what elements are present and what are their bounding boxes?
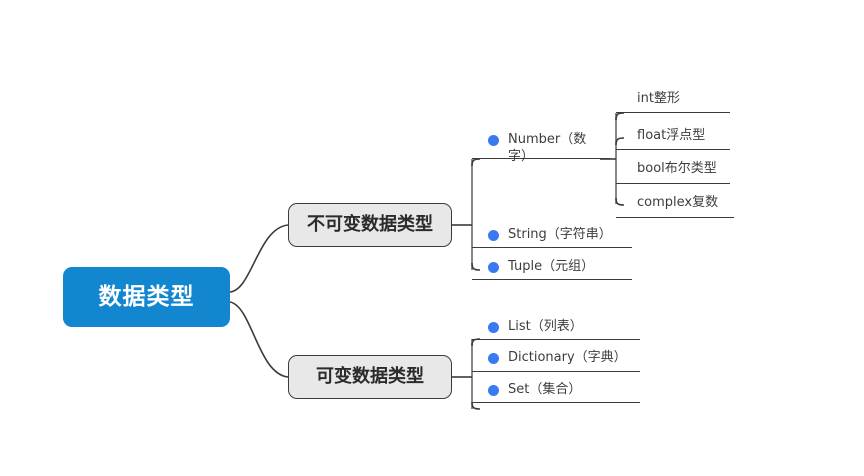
leaf-dictionary[interactable]: Dictionary（字典） — [488, 349, 648, 366]
leaf-tuple-underline — [472, 279, 632, 281]
connector-root-to-mutable — [229, 301, 289, 378]
connector-immutable-to-number — [471, 158, 481, 167]
connector-immutable-to-tuple — [471, 262, 481, 271]
leaf-tuple-label: Tuple（元组） — [508, 259, 595, 274]
leaf-number[interactable]: Number（数 字） — [488, 131, 608, 165]
leaf-number-label: Number（数 字） — [508, 132, 587, 164]
subleaf-complex[interactable]: complex复数 — [637, 195, 719, 210]
leaf-string-underline — [472, 247, 632, 249]
connector-number-to-int — [615, 112, 625, 121]
subleaf-float[interactable]: float浮点型 — [637, 128, 706, 143]
branch-node-mutable[interactable]: 可变数据类型 — [288, 355, 452, 399]
branch-node-immutable[interactable]: 不可变数据类型 — [288, 203, 452, 247]
root-node-label: 数据类型 — [98, 283, 195, 310]
bullet-icon — [488, 135, 499, 146]
leaf-string-label: String（字符串） — [508, 227, 612, 242]
bullet-icon — [488, 353, 499, 364]
leaf-list-underline — [472, 339, 640, 341]
subleaf-bool-underline — [616, 183, 730, 185]
branch-node-mutable-label: 可变数据类型 — [316, 366, 424, 387]
leaf-string[interactable]: String（字符串） — [488, 226, 638, 243]
subleaf-complex-underline — [616, 217, 734, 219]
subleaf-int[interactable]: int整形 — [637, 91, 680, 106]
subleaf-float-underline — [616, 149, 730, 151]
bullet-icon — [488, 322, 499, 333]
root-node[interactable]: 数据类型 — [63, 267, 230, 327]
bullet-icon — [488, 230, 499, 241]
connector-number-to-float — [615, 137, 625, 146]
leaf-tuple[interactable]: Tuple（元组） — [488, 258, 638, 275]
branch-node-immutable-label: 不可变数据类型 — [307, 214, 433, 235]
connector-root-to-immutable — [229, 224, 289, 293]
subleaf-int-underline — [616, 112, 730, 114]
bullet-icon — [488, 385, 499, 396]
subleaf-bool[interactable]: bool布尔类型 — [637, 161, 717, 176]
leaf-dictionary-underline — [472, 371, 640, 373]
leaf-dictionary-label: Dictionary（字典） — [508, 350, 627, 365]
leaf-set-underline — [472, 402, 640, 404]
leaf-list-label: List（列表） — [508, 319, 583, 334]
bullet-icon — [488, 262, 499, 273]
leaf-set-label: Set（集合） — [508, 382, 582, 397]
connector-number-to-complex — [615, 197, 625, 206]
leaf-list[interactable]: List（列表） — [488, 318, 638, 335]
leaf-set[interactable]: Set（集合） — [488, 381, 638, 398]
leaf-number-underline — [472, 158, 610, 160]
